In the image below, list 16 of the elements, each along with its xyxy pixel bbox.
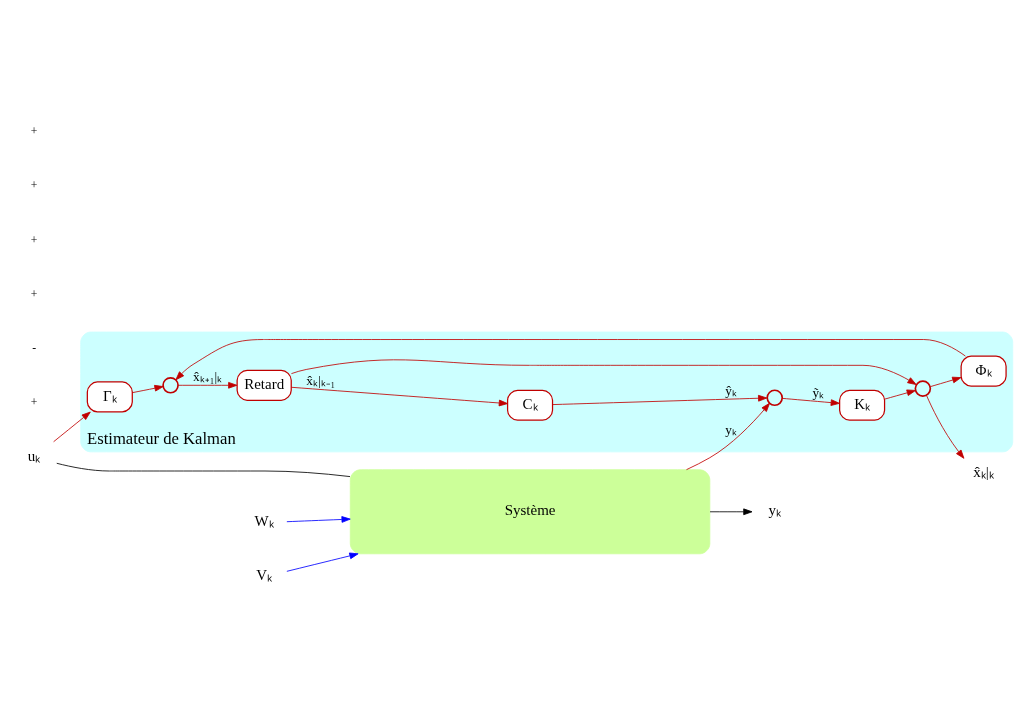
node-text: Vₖ	[256, 567, 273, 584]
label: +	[30, 179, 38, 193]
node-text: yₖ	[768, 502, 781, 519]
edge-label: ỹₖ	[812, 384, 825, 400]
edge-label: x̂ₖ|ₖ₋₁	[306, 373, 336, 389]
node-text: uₖ	[27, 447, 41, 464]
edge-label: x̂ₖ₊₁|ₖ	[193, 368, 223, 384]
node-text: x̂ₖ|ₖ	[973, 464, 994, 481]
label: +	[30, 233, 38, 247]
node-text: Wₖ	[254, 513, 274, 530]
label: -	[32, 341, 37, 355]
edge-label: ŷₖ	[725, 383, 737, 399]
label: +	[30, 287, 38, 301]
label: +	[30, 395, 38, 409]
edge-label: yₖ	[725, 422, 737, 438]
label: +	[30, 125, 38, 139]
